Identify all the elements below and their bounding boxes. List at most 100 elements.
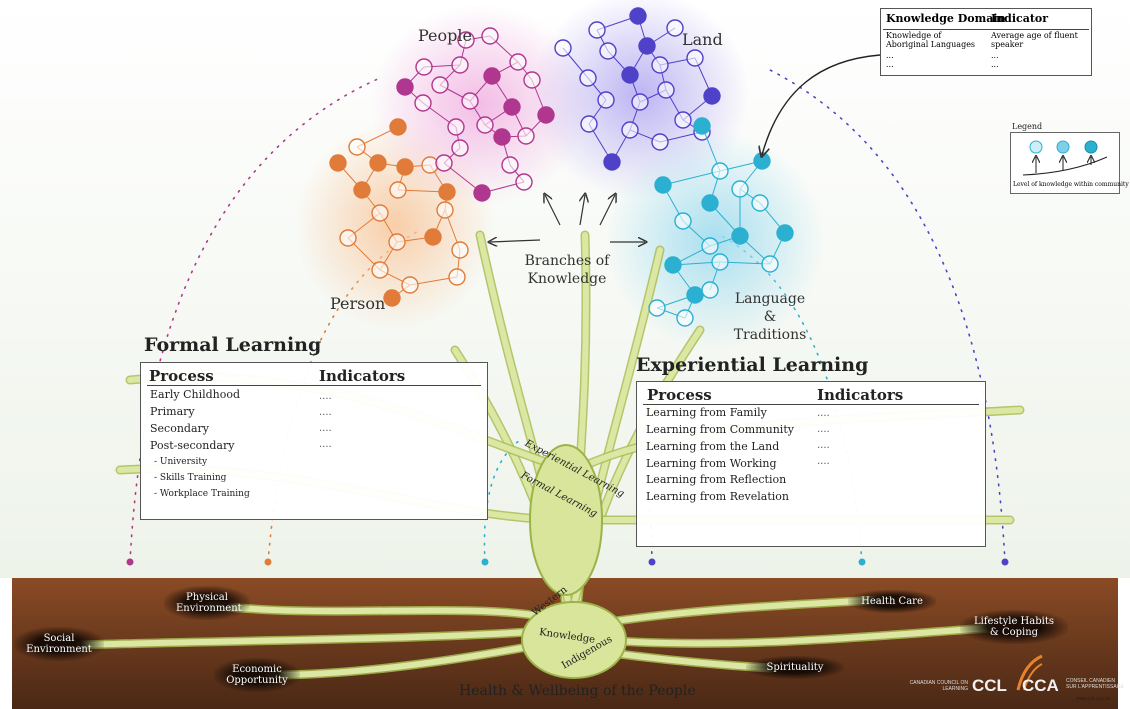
language-node [676,309,694,327]
domain-ellipsis-1: ... [886,51,894,60]
language-node [731,227,749,245]
formal-learning-table: Process Indicators Early Childhood Prima… [140,362,488,520]
land-node [651,133,669,151]
person-node [436,201,454,219]
formal-learning-title: Formal Learning [144,334,322,356]
people-node [523,71,541,89]
arc-end-dot-1 [126,558,134,566]
people-node [457,31,475,49]
domain-ellipsis-2: ... [886,60,894,69]
formal-row-secondary: Secondary [150,422,209,435]
experiential-indicator-2: .... [817,424,830,435]
legend-caption: Level of knowledge within community [1013,181,1129,188]
formal-indicator-2: .... [319,407,332,418]
indicator-header: Indicator [991,12,1049,25]
root-lifestyle-habits: Lifestyle Habits & Coping [960,610,1068,644]
experiential-process-header: Process [647,386,712,404]
people-node [493,128,511,146]
formal-indicator-1: .... [319,391,332,402]
root-bulb [521,601,627,679]
land-node [674,111,692,129]
person-node [396,158,414,176]
detail-table-pointer [762,54,881,155]
formal-indicator-4: .... [319,439,332,450]
person-label: Person [330,294,386,313]
formal-header-rule [147,385,481,386]
people-node [483,67,501,85]
arc-end-dot-4 [648,558,656,566]
land-node [597,91,615,109]
branch-arrows [490,195,645,242]
arc-end-dot-6 [1001,558,1009,566]
arc-end-dot-5 [858,558,866,566]
table-rule [883,29,1089,30]
indicator-ellipsis-2: ... [991,60,999,69]
land-network [554,7,721,171]
root-physical-environment: Physical Environment [164,586,250,620]
formal-indicators-header: Indicators [319,367,406,385]
person-node [451,241,469,259]
knowledge-networks [329,7,881,327]
footer-health-wellbeing: Health & Wellbeing of the People [459,683,696,699]
legend-box: Level of knowledge within community [1010,132,1129,194]
person-node [448,268,466,286]
logo-english-text: CANADIAN COUNCIL ON LEARNING [909,680,968,692]
language-node [701,237,719,255]
experiential-indicators-header: Indicators [817,386,904,404]
legend-high-node [1084,140,1098,154]
logo-cca: CCA [1022,676,1059,695]
language-node [731,180,749,198]
people-node [537,106,555,124]
experiential-learning-table: Process Indicators Learning from Family … [636,381,986,547]
person-node [389,118,407,136]
experiential-row-working: Learning from Working [646,457,777,470]
land-node [621,66,639,84]
people-node [509,53,527,71]
ccl-cca-logo: CANADIAN COUNCIL ON LEARNING CCL CCA CON… [896,652,1126,702]
land-node [686,49,704,67]
experiential-indicator-1: .... [817,408,830,419]
people-node [431,76,449,94]
root-social-environment: Social Environment [14,627,104,661]
people-node [461,92,479,110]
experiential-row-reflection: Learning from Reflection [646,473,787,486]
language-network [648,117,794,327]
vine-11 [77,627,563,648]
land-node [580,115,598,133]
formal-row-early-childhood: Early Childhood [150,388,241,401]
people-node [451,139,469,157]
vine-14 [597,625,993,647]
branch-arrow-4 [599,195,615,226]
language-node [648,299,666,317]
legend-title: Legend [1012,122,1043,131]
land-label: Land [682,30,723,49]
person-node [383,289,401,307]
experiential-learning-title: Experiential Learning [636,354,869,376]
root-spirituality: Spirituality [746,656,844,679]
land-node [579,69,597,87]
arc-end-dot-3 [481,558,489,566]
person-node [371,204,389,222]
experiential-row-community: Learning from Community [646,423,794,436]
land-node [657,81,675,99]
language-node [761,255,779,273]
legend-graphic [1022,140,1108,176]
arc-end-dot-2 [264,558,272,566]
people-node [476,116,494,134]
experiential-indicator-3: .... [817,440,830,451]
formal-row-primary: Primary [150,405,195,418]
formal-indicator-3: .... [319,423,332,434]
legend-curve [1022,156,1108,176]
people-node [481,27,499,45]
experiential-header-rule [643,404,979,405]
formal-subrow-skills-training: - Skills Training [154,473,227,483]
land-node [703,87,721,105]
language-node [753,152,771,170]
knowledge-domain-table: Knowledge Domain Indicator Knowledge of … [880,8,1092,76]
language-node [701,194,719,212]
language-node [751,194,769,212]
people-network [396,27,555,202]
vine-10 [207,602,563,623]
people-node [473,184,491,202]
people-node [414,94,432,112]
